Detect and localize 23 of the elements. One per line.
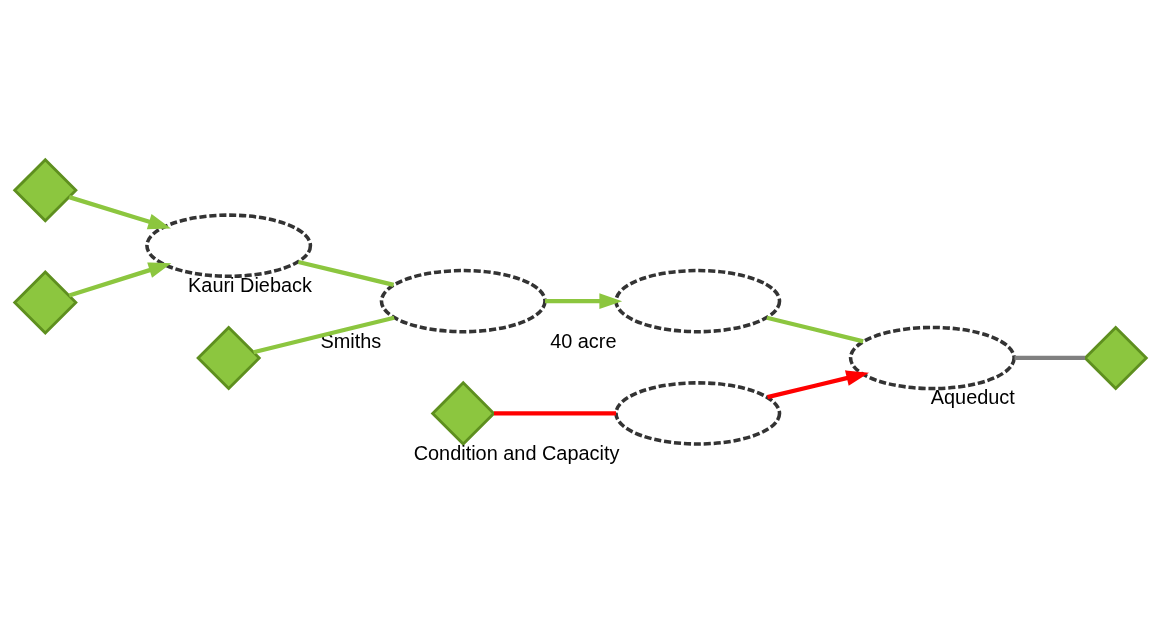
arrow <box>766 370 869 400</box>
connector <box>494 411 617 416</box>
node-diamond <box>1083 325 1149 391</box>
arrow <box>68 195 171 230</box>
node-ellipse <box>848 325 1016 391</box>
node-diamond <box>196 325 262 391</box>
node-label: Smiths <box>320 329 382 352</box>
connector <box>766 315 864 344</box>
connector <box>253 315 395 355</box>
connector <box>1014 355 1086 361</box>
node-diamond <box>12 157 78 223</box>
node-label: Kauri Dieback <box>188 274 312 297</box>
node-label: Aqueduct <box>930 386 1015 409</box>
arrow <box>68 262 172 298</box>
node-ellipse <box>614 381 782 446</box>
node-label: Condition and Capacity <box>413 441 620 464</box>
connector <box>297 259 395 287</box>
node-ellipse <box>379 268 547 334</box>
node-label: 40 acre <box>550 329 617 352</box>
node-ellipse <box>614 268 782 334</box>
node-diamond <box>430 380 496 446</box>
arrow <box>545 293 623 310</box>
node-diamond <box>12 270 78 336</box>
